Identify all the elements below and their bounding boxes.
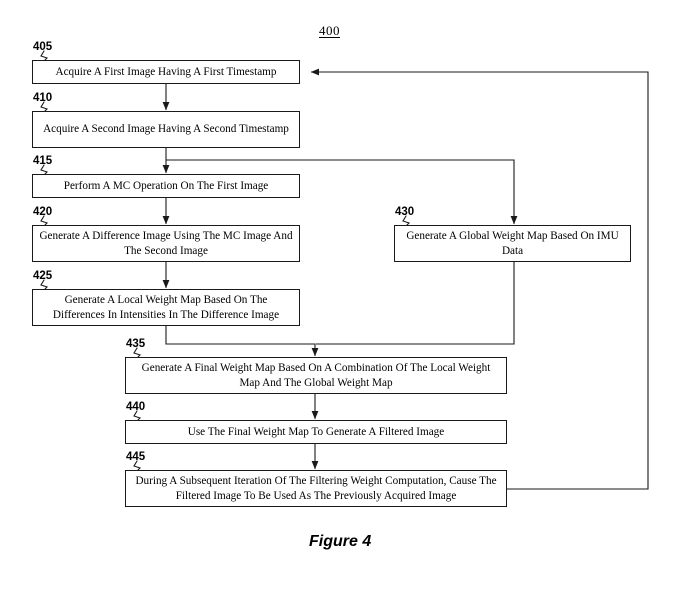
flow-box-435-text: Generate A Final Weight Map Based On A C… [141,361,491,389]
flow-box-430[interactable]: Generate A Global Weight Map Based On IM… [394,225,631,262]
ref-label-440: 440 [126,401,146,413]
flow-box-445-text: During A Subsequent Iteration Of The Fil… [135,474,497,502]
flow-box-440[interactable]: Use The Final Weight Map To Generate A F… [125,420,507,444]
flow-box-420[interactable]: Generate A Difference Image Using The MC… [32,225,300,262]
edge-425-to-435 [165,326,319,357]
flow-box-415-text: Perform A MC Operation On The First Imag… [63,179,269,192]
ref-label-420: 420 [33,206,53,218]
reference-leader-lines [40,50,411,472]
flow-box-435[interactable]: Generate A Final Weight Map Based On A C… [125,357,507,394]
ref-label-430: 430 [395,206,415,218]
ref-label-425: 425 [33,270,53,282]
flow-box-425[interactable]: Generate A Local Weight Map Based On The… [32,289,300,326]
flow-box-405[interactable]: Acquire A First Image Having A First Tim… [32,60,300,84]
edge-410-to-430 [166,159,518,225]
flow-box-420-text: Generate A Difference Image Using The MC… [39,229,293,257]
ref-label-445: 445 [126,451,146,463]
figure-caption: Figure 4 [309,533,372,550]
ref-label-415: 415 [33,155,53,167]
flow-box-415[interactable]: Perform A MC Operation On The First Imag… [32,174,300,198]
figure-number-label: 400 [319,23,340,38]
flow-box-430-text: Generate A Global Weight Map Based On IM… [406,229,619,257]
flow-box-405-text: Acquire A First Image Having A First Tim… [55,65,277,78]
edge-445-feedback-to-405 [310,68,649,490]
edge-430-to-435 [316,262,515,345]
flow-box-410-text: Acquire A Second Image Having A Second T… [43,123,289,136]
flow-box-440-text: Use The Final Weight Map To Generate A F… [187,425,445,438]
ref-label-410: 410 [33,92,53,104]
flow-box-445[interactable]: During A Subsequent Iteration Of The Fil… [125,470,507,507]
flow-box-425-text: Generate A Local Weight Map Based On The… [52,293,280,321]
flow-box-410[interactable]: Acquire A Second Image Having A Second T… [32,111,300,148]
ref-label-435: 435 [126,338,146,350]
ref-label-405: 405 [33,41,53,53]
